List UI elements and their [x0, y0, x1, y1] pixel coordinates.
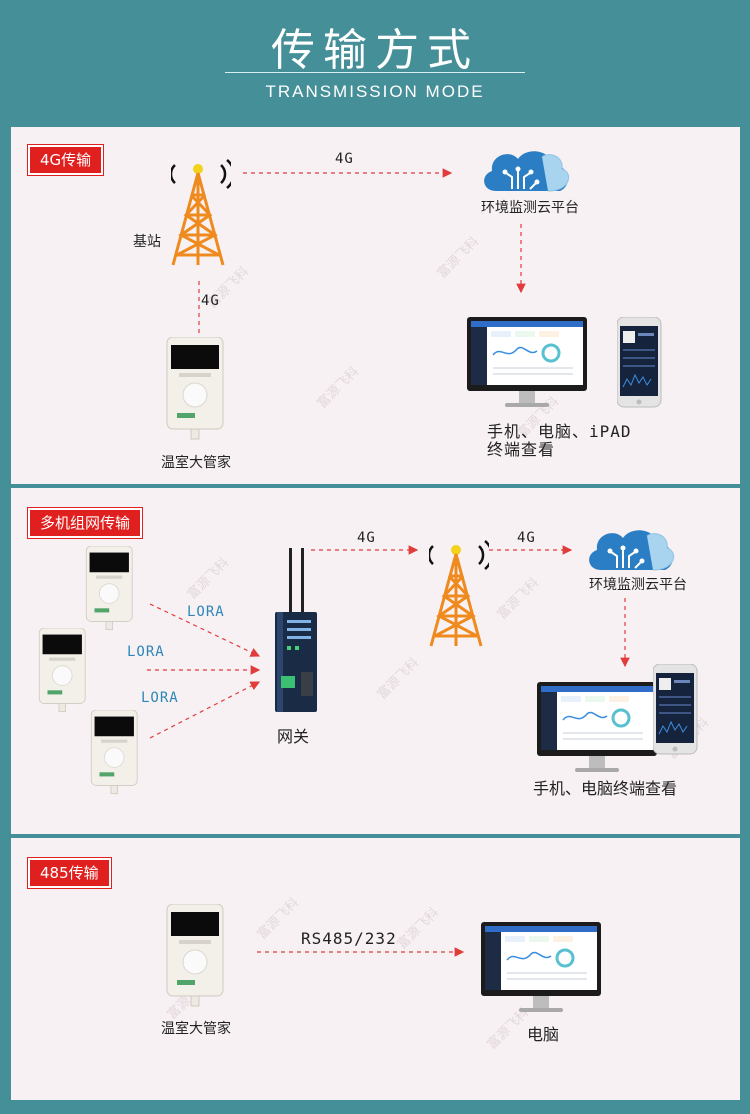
- sensor-device-icon: [166, 904, 224, 1007]
- link-4g-label: 4G: [517, 530, 536, 546]
- gateway-label: 网关: [277, 727, 310, 746]
- arrow-device-to-tower: [198, 281, 200, 333]
- link-4g-label: 4G: [357, 530, 376, 546]
- cloud-platform-label: 环境监测云平台: [481, 200, 579, 216]
- rs485-label: RS485/232: [301, 929, 397, 948]
- page-header: 传输方式 TRANSMISSION MODE: [0, 0, 750, 125]
- section-tag: 4G传输: [28, 145, 104, 175]
- device-label: 温室大管家: [161, 455, 231, 471]
- lora-label: LORA: [141, 690, 179, 706]
- arrow-cloud-to-terminal: [620, 598, 630, 668]
- arrow-device-to-pc: [257, 947, 465, 957]
- lora-arrows: [147, 603, 261, 739]
- watermark: 富源飞科: [374, 655, 423, 703]
- phone-icon: [653, 664, 698, 755]
- watermark: 富源飞科: [494, 575, 543, 623]
- sensor-device-icon: [85, 546, 133, 631]
- device-label: 温室大管家: [161, 1021, 231, 1037]
- cloud-icon: [588, 529, 675, 571]
- sensor-device-icon: [166, 337, 224, 440]
- monitor-icon: [481, 922, 603, 1014]
- arrow-tower-to-cloud: [243, 168, 453, 178]
- tower-icon: [429, 539, 489, 648]
- page-subtitle: TRANSMISSION MODE: [265, 82, 485, 101]
- link-4g-label: 4G: [335, 151, 354, 167]
- section-multi-network: 富源飞科 富源飞科 富源飞科 富源飞科 多机组网传输 LORA LORA LOR…: [11, 488, 740, 834]
- terminal-label-line1: 手机、电脑、iPAD: [487, 422, 632, 441]
- arrow-tower-to-cloud: [489, 545, 573, 555]
- arrow-cloud-to-terminal: [516, 224, 526, 294]
- lora-label: LORA: [187, 604, 225, 620]
- lora-label: LORA: [127, 644, 165, 660]
- title-divider: [225, 72, 525, 73]
- terminal-label-line2: 终端查看: [487, 440, 556, 459]
- station-label: 基站: [133, 234, 161, 250]
- page-title: 传输方式: [271, 25, 479, 76]
- section-tag: 多机组网传输: [28, 508, 143, 538]
- cloud-icon: [483, 150, 570, 192]
- sensor-device-icon: [38, 628, 86, 713]
- link-4g-vertical-label: 4G: [201, 293, 220, 309]
- watermark: 富源飞科: [254, 895, 303, 943]
- section-4g: 富源飞科 富源飞科 富源飞科 富源飞科 4G传输 基站 4G 环境监测云平台 4…: [11, 127, 740, 484]
- tower-icon: [171, 158, 231, 267]
- section-tag: 485传输: [28, 858, 111, 888]
- monitor-icon: [537, 682, 659, 774]
- watermark: 富源飞科: [314, 364, 363, 412]
- arrow-gateway-to-tower: [311, 545, 419, 555]
- terminal-label: 手机、电脑终端查看: [533, 779, 678, 798]
- watermark: 富源飞科: [184, 555, 233, 603]
- gateway-icon: [275, 548, 317, 712]
- watermark: 富源飞科: [434, 234, 483, 282]
- section-485: 富源飞科 富源飞科 富源飞科 富源飞科 485传输 温室大管家 RS485/23…: [11, 838, 740, 1100]
- pc-label: 电脑: [527, 1025, 560, 1044]
- cloud-platform-label: 环境监测云平台: [589, 577, 687, 593]
- phone-icon: [617, 317, 662, 408]
- monitor-icon: [467, 317, 589, 409]
